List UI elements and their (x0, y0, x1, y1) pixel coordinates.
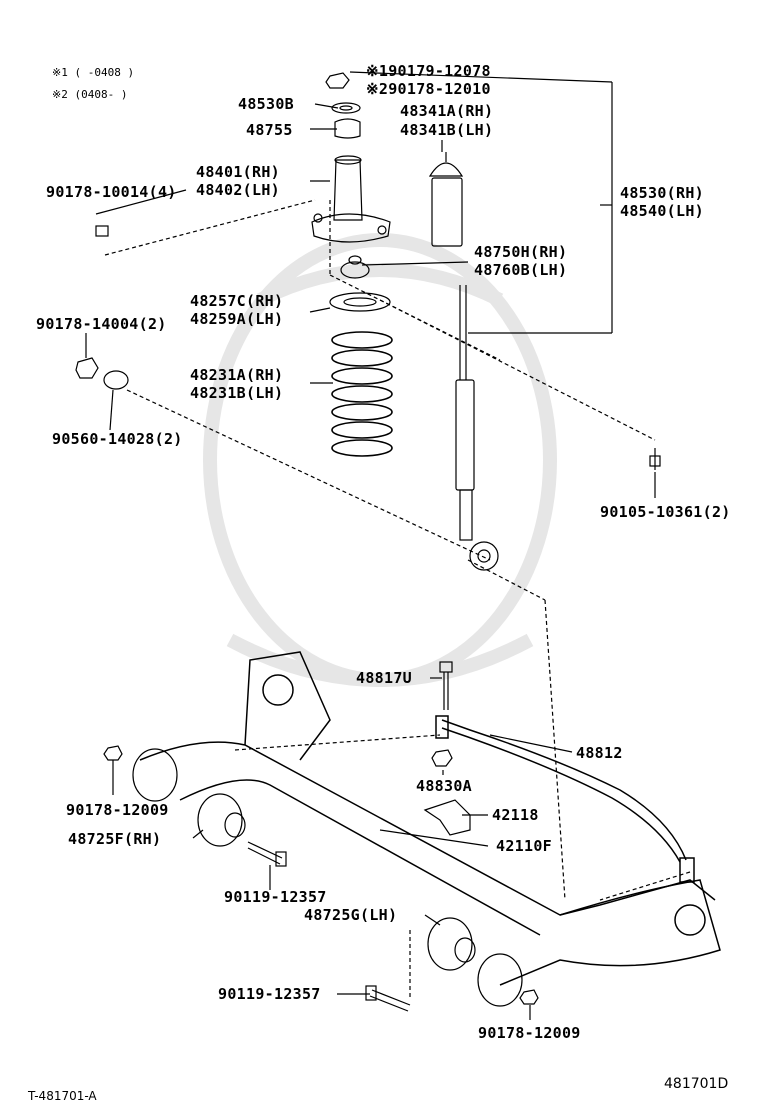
nut-90178-12009-b (519, 989, 539, 1005)
bound-stopper (428, 152, 464, 247)
label-48257c: 48257C(RH) (190, 292, 284, 310)
coil-spring (331, 331, 393, 457)
spring-seat (329, 292, 391, 312)
nut-90178-14004 (75, 357, 99, 379)
washer-90560 (103, 370, 129, 390)
label-48830a: 48830A (416, 777, 472, 795)
label-90178-12009-b: 90178-12009 (478, 1024, 581, 1042)
label-42110f: 42110F (496, 837, 552, 855)
alignment-dashes (104, 199, 691, 1000)
note-1: ※1 ( -0408 ) (52, 66, 135, 79)
label-90119-12357-b: 90119-12357 (218, 985, 321, 1003)
label-48540: 48540(LH) (620, 202, 704, 220)
label-48402: 48402(LH) (196, 181, 280, 199)
axle-beam (139, 651, 721, 986)
bolt-48817u (439, 661, 453, 710)
label-90560-14028: 90560-14028(2) (52, 430, 183, 448)
bracket-42118 (423, 799, 471, 836)
collar-48755 (334, 118, 361, 139)
top-nut (325, 72, 350, 89)
bolt-90119-12357-b (365, 985, 411, 1012)
bushing-48725f (132, 748, 246, 847)
shock-absorber (455, 285, 499, 571)
label-48341a: 48341A(RH) (400, 102, 494, 120)
bolt-90119-12357-a (247, 841, 287, 867)
label-90178-12010: ※290178-12010 (366, 80, 491, 98)
label-48530b: 48530B (238, 95, 294, 113)
label-90179-12078: ※190179-12078 (366, 62, 491, 80)
nut-48830a (431, 749, 453, 767)
upper-support (311, 155, 391, 243)
note-2: ※2 (0408- ) (52, 88, 128, 101)
label-48755: 48755 (246, 121, 293, 139)
label-90105-10361: 90105-10361(2) (600, 503, 731, 521)
insulator-48750h (340, 255, 370, 279)
watermark-emblem (203, 233, 557, 687)
bolt-90178-10014 (95, 225, 109, 237)
washer-48530b (331, 102, 361, 114)
label-90119-12357-a: 90119-12357 (224, 888, 327, 906)
diagram-code-right: 481701D (664, 1076, 729, 1092)
label-48231b: 48231B(LH) (190, 384, 284, 402)
label-42118: 42118 (492, 806, 539, 824)
label-48530: 48530(RH) (620, 184, 704, 202)
nut-90178-12009-a (103, 745, 123, 761)
leader-lines (85, 71, 656, 1020)
label-48760b: 48760B(LH) (474, 261, 568, 279)
label-90178-10014: 90178-10014(4) (46, 183, 177, 201)
label-48341b: 48341B(LH) (400, 121, 494, 139)
bushing-48725g (427, 917, 523, 1007)
label-48812: 48812 (576, 744, 623, 762)
bolt-90105 (649, 448, 661, 470)
label-90178-14004: 90178-14004(2) (36, 315, 167, 333)
label-48750h: 48750H(RH) (474, 243, 568, 261)
label-48725f: 48725F(RH) (68, 830, 162, 848)
stabilizer-bar (435, 715, 695, 883)
label-48401: 48401(RH) (196, 163, 280, 181)
label-48259a: 48259A(LH) (190, 310, 284, 328)
label-48817u: 48817U (356, 669, 412, 687)
label-48231a: 48231A(RH) (190, 366, 284, 384)
label-48725g: 48725G(LH) (304, 906, 398, 924)
label-90178-12009-a: 90178-12009 (66, 801, 169, 819)
diagram-code-left: T-481701-A (28, 1089, 97, 1103)
